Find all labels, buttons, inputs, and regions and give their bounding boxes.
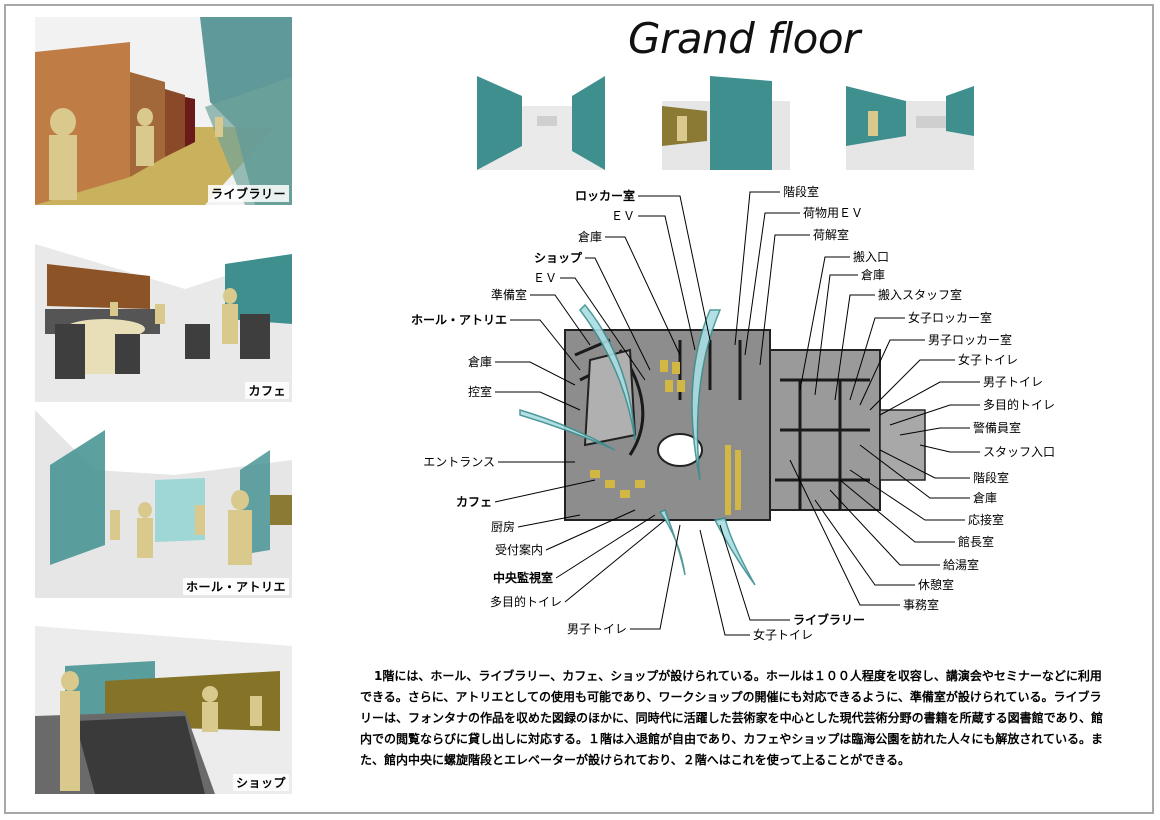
plan-label: カフェ	[456, 495, 492, 509]
plan-label: 搬入口	[853, 249, 889, 264]
plan-label: 倉庫	[973, 490, 997, 505]
plan-label: 給湯室	[943, 557, 979, 572]
plan-label: 休憩室	[918, 577, 954, 592]
plan-label: 階段室	[783, 184, 819, 199]
cafe-vignette: カフェ	[35, 214, 292, 402]
plan-label: エントランス	[423, 455, 495, 469]
plan-label: 受付案内	[495, 542, 543, 557]
plan-label: 荷解室	[813, 227, 849, 242]
plan-label: 厨房	[491, 519, 515, 534]
plan-label: 男子ロッカー室	[928, 332, 1012, 347]
floor-plan: ロッカー室 ＥＶ 倉庫 ショップ ＥＶ 準備室 ホール・アトリエ 倉庫 控室 エ…	[380, 180, 1100, 650]
plan-label: 事務室	[903, 597, 939, 612]
plan-label: 倉庫	[578, 229, 602, 244]
shop-vignette: ショップ	[35, 606, 292, 794]
plan-label: 女子ロッカー室	[908, 310, 992, 325]
plan-label: 準備室	[491, 287, 527, 302]
plan-label: ＥＶ	[533, 271, 557, 285]
plan-label: ホール・アトリエ	[411, 313, 507, 327]
plan-label: ショップ	[534, 250, 583, 265]
library-vignette: ライブラリー	[35, 17, 292, 205]
vignette-caption: ショップ	[232, 774, 289, 791]
view-thumbnail	[662, 76, 790, 170]
plan-label: 男子トイレ	[983, 375, 1043, 389]
plan-label: 荷物用ＥＶ	[803, 206, 863, 220]
plan-label: 階段室	[973, 470, 1009, 485]
plan-label: 控室	[468, 384, 492, 399]
description-text: 1階には、ホール、ライブラリー、カフェ、ショップが設けられている。ホールは１００…	[360, 669, 1104, 767]
plan-label: 応接室	[968, 512, 1004, 527]
plan-label: 中央監視室	[493, 570, 553, 585]
view-thumbnail	[846, 76, 974, 170]
plan-label: 多目的トイレ	[490, 594, 562, 609]
vignette-caption: カフェ	[245, 382, 289, 399]
plan-label: 館長室	[958, 534, 994, 549]
plan-label: ライブラリー	[793, 612, 865, 627]
plan-label: 女子トイレ	[958, 352, 1018, 367]
plan-label: 警備員室	[973, 420, 1021, 435]
plan-label: 搬入スタッフ室	[878, 287, 962, 302]
hall-atelier-vignette: ホール・アトリエ	[35, 410, 292, 598]
plan-label: 多目的トイレ	[983, 397, 1055, 412]
plan-label: ＥＶ	[611, 209, 635, 223]
plan-label: 男子トイレ	[567, 622, 627, 636]
vignette-caption: ライブラリー	[207, 185, 289, 202]
plan-label: スタッフ入口	[983, 445, 1055, 459]
view-thumbnail	[477, 76, 605, 170]
plan-label: 倉庫	[468, 354, 492, 369]
page-frame	[4, 4, 1154, 814]
vignette-caption: ホール・アトリエ	[182, 578, 289, 595]
plan-label: 女子トイレ	[753, 627, 813, 642]
plan-label: ロッカー室	[575, 188, 635, 203]
plan-label: 倉庫	[861, 267, 885, 282]
plan-staff-entrance	[879, 409, 926, 481]
page-title: Grand floor	[628, 14, 860, 63]
